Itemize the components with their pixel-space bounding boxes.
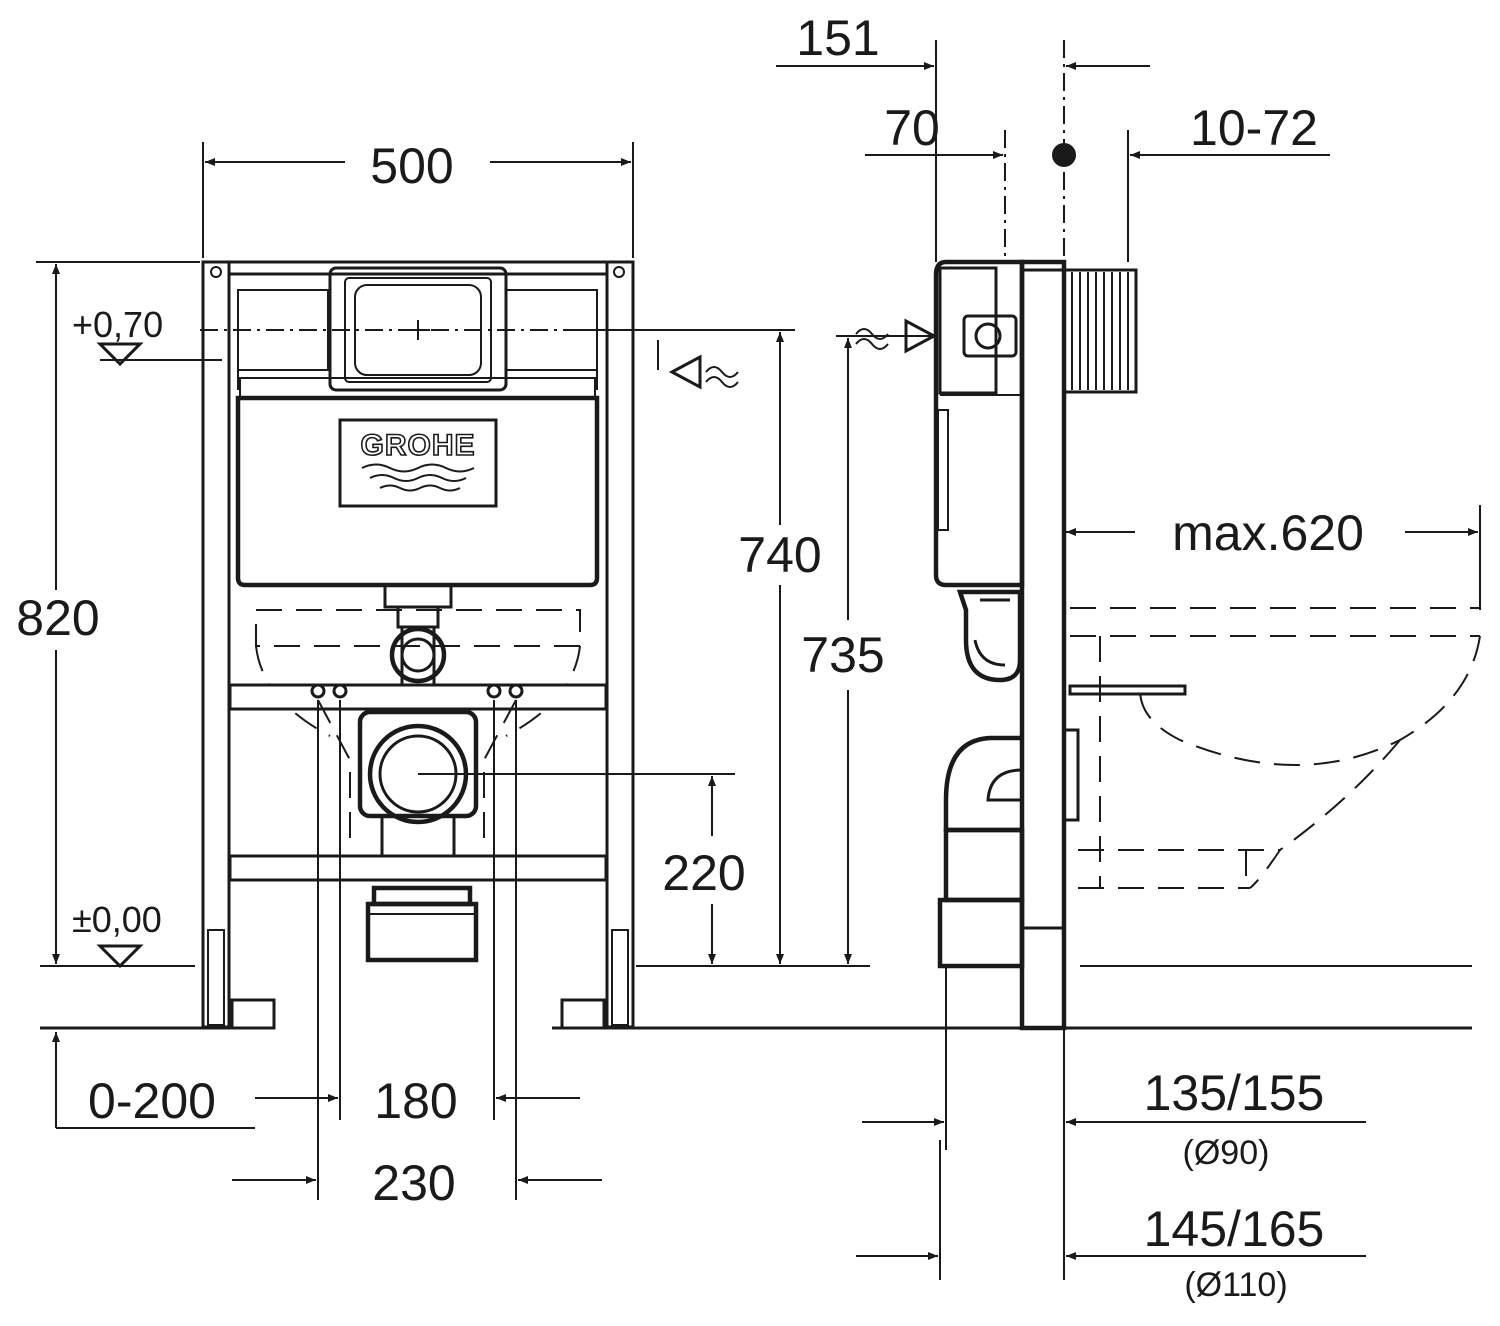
side-frame [933, 259, 1138, 1031]
level-floor-icon [96, 944, 144, 969]
side-dimensions: 151 70 10-72 735 max.620 135/155 (Ø90) [776, 10, 1481, 1304]
dim-drain-220: 220 [662, 845, 745, 901]
dim-height-820: 820 [16, 590, 99, 646]
dim-supply-735: 735 [801, 627, 884, 683]
grohe-logo: GROHE [360, 428, 475, 492]
side-supply-icon [855, 318, 938, 354]
axis-marker-icon [1052, 143, 1076, 167]
floor-lines [40, 965, 1472, 1030]
dim-drain-dia-90: (Ø90) [1183, 1134, 1270, 1172]
dim-depth-151: 151 [796, 10, 879, 66]
dim-bowl-max620: max.620 [1172, 505, 1364, 561]
dim-depth-70: 70 [884, 100, 940, 156]
dim-foot-0-200: 0-200 [88, 1073, 216, 1129]
dim-width-500: 500 [370, 138, 453, 194]
dim-drain-145-165: 145/165 [1144, 1201, 1325, 1257]
dim-wall-10-72: 10-72 [1190, 100, 1318, 156]
level-floor-label: ±0,00 [72, 899, 162, 940]
dim-bolt-180: 180 [374, 1073, 457, 1129]
logo-wave-icon [361, 463, 475, 492]
level-top-label: +0,70 [72, 304, 163, 345]
bowl-outline [1068, 607, 1481, 889]
dim-bolt-230: 230 [372, 1155, 455, 1211]
dim-drain-135-155: 135/155 [1144, 1065, 1325, 1121]
water-supply-icon [657, 340, 739, 390]
dim-drain-dia-110: (Ø110) [1184, 1266, 1287, 1304]
front-frame [100, 260, 735, 1030]
front-dimensions: 500 820 +0,70 ±0,00 220 740 0-200 [16, 138, 821, 1211]
logo-text: GROHE [360, 429, 475, 462]
dim-supply-740: 740 [738, 527, 821, 583]
level-top-icon [96, 342, 144, 367]
